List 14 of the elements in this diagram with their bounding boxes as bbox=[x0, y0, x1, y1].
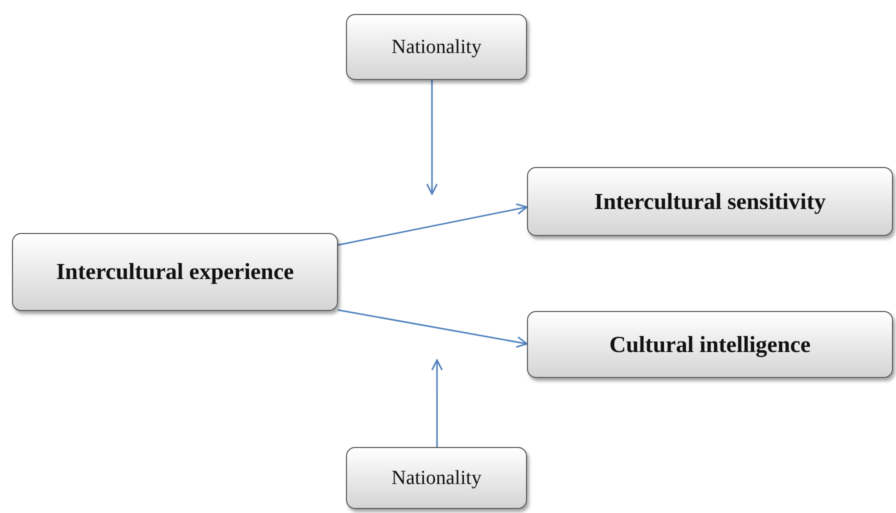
rounded-box bbox=[527, 311, 893, 378]
arrow bbox=[426, 80, 438, 195]
rounded-box bbox=[12, 233, 338, 311]
box-label: Nationality bbox=[392, 466, 482, 490]
rounded-box bbox=[346, 447, 527, 509]
rounded-box bbox=[527, 167, 893, 236]
box-label: Nationality bbox=[392, 36, 482, 58]
box-label: Intercultural experience bbox=[56, 259, 294, 285]
rounded-box bbox=[346, 14, 527, 80]
box-label: Cultural intelligence bbox=[609, 332, 811, 358]
box-label: Intercultural sensitivity bbox=[594, 188, 826, 214]
arrow bbox=[338, 309, 528, 348]
arrow bbox=[431, 359, 443, 447]
arrow bbox=[338, 203, 528, 246]
